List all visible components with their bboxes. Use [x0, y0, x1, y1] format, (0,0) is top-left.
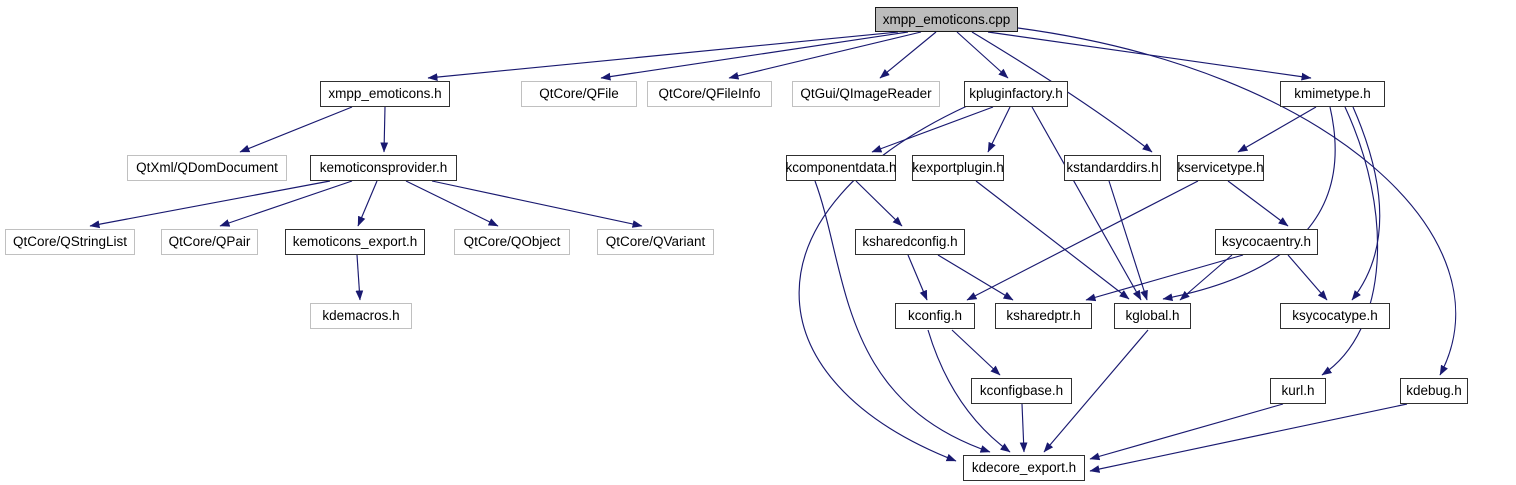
edge-cpp-kpluginfactory: [956, 31, 1009, 79]
edge-cpp-kstandarddirs: [971, 31, 1153, 153]
node-kpluginfactory[interactable]: kpluginfactory.h: [964, 81, 1068, 107]
edge-cpp-xmpp_h: [427, 31, 899, 81]
node-kdebug[interactable]: kdebug.h: [1400, 378, 1468, 404]
edge-kemoticonsprovider-qpair: [219, 180, 353, 227]
node-qfileinfo[interactable]: QtCore/QFileInfo: [647, 81, 772, 107]
edge-kpluginfactory-kglobal: [1031, 106, 1142, 301]
edge-kglobal-kdecore_export: [1043, 329, 1149, 453]
node-kdemacros[interactable]: kdemacros.h: [310, 303, 412, 329]
node-kexportplugin[interactable]: kexportplugin.h: [912, 155, 1004, 181]
node-ksycocaentry[interactable]: ksycocaentry.h: [1215, 229, 1318, 255]
node-kservicetype[interactable]: kservicetype.h: [1177, 155, 1264, 181]
node-kcomponentdata[interactable]: kcomponentdata.h: [785, 155, 897, 181]
edge-ksharedconfig-kconfig: [907, 254, 928, 301]
edge-kmimetype-kservicetype: [1237, 106, 1317, 153]
node-kdecore_export[interactable]: kdecore_export.h: [963, 455, 1085, 481]
edge-kcomponentdata-kdecore_export: [814, 180, 991, 453]
edge-kconfig-kconfigbase: [951, 329, 1001, 376]
edge-xmpp_h-kemoticonsprovider: [380, 106, 389, 153]
node-kstandarddirs[interactable]: kstandarddirs.h: [1064, 155, 1161, 181]
edge-kpluginfactory-kdecore_export: [798, 105, 968, 462]
edge-ksharedconfig-ksharedptr: [937, 254, 1014, 301]
node-xmpp_h[interactable]: xmpp_emoticons.h: [320, 81, 450, 107]
edge-kemoticonsprovider-qobject: [405, 180, 499, 227]
edge-kmimetype-kurl: [1321, 106, 1379, 376]
edge-kemoticonsprovider-qstringlist: [89, 180, 331, 229]
edge-kexportplugin-kglobal: [975, 180, 1130, 300]
edge-kemoticonsprovider-qvariant: [431, 180, 643, 228]
node-qpair[interactable]: QtCore/QPair: [161, 229, 258, 255]
node-kglobal[interactable]: kglobal.h: [1114, 303, 1191, 329]
edge-cpp-kdebug: [1017, 27, 1457, 376]
node-ksycocatype[interactable]: ksycocatype.h: [1280, 303, 1390, 329]
edge-kpluginfactory-kcomponentdata: [871, 106, 994, 153]
edge-kdebug-kdecore_export: [1089, 403, 1408, 473]
edge-ksycocaentry-kglobal: [1179, 254, 1233, 301]
node-kemoticons_export[interactable]: kemoticons_export.h: [285, 229, 425, 255]
edge-kconfigbase-kdecore_export: [1019, 403, 1028, 453]
edge-kpluginfactory-kexportplugin: [987, 106, 1011, 153]
node-ksharedptr[interactable]: ksharedptr.h: [995, 303, 1092, 329]
edge-kcomponentdata-ksharedconfig: [855, 180, 903, 227]
node-cpp[interactable]: xmpp_emoticons.cpp: [875, 7, 1018, 32]
edge-ksycocaentry-ksharedptr: [1085, 254, 1244, 302]
node-kurl[interactable]: kurl.h: [1270, 378, 1326, 404]
node-qstringlist[interactable]: QtCore/QStringList: [5, 229, 135, 255]
edge-kemoticonsprovider-kemoticons_export: [357, 180, 378, 227]
edge-cpp-qfileinfo: [728, 31, 922, 80]
node-kemoticonsprovider[interactable]: kemoticonsprovider.h: [310, 155, 457, 181]
edge-kservicetype-kconfig: [966, 180, 1199, 301]
node-qfile[interactable]: QtCore/QFile: [521, 81, 637, 107]
node-qimagereader[interactable]: QtGui/QImageReader: [792, 81, 940, 107]
edge-cpp-qimagereader: [879, 31, 937, 79]
edge-xmpp_h-qdom: [239, 106, 353, 153]
edge-kservicetype-ksycocaentry: [1227, 180, 1289, 227]
node-qdom[interactable]: QtXml/QDomDocument: [127, 155, 287, 181]
edge-kmimetype-ksycocatype: [1351, 106, 1381, 301]
node-qobject[interactable]: QtCore/QObject: [454, 229, 570, 255]
edge-kstandarddirs-kglobal: [1108, 180, 1148, 301]
node-ksharedconfig[interactable]: ksharedconfig.h: [855, 229, 965, 255]
node-qvariant[interactable]: QtCore/QVariant: [597, 229, 714, 255]
node-kmimetype[interactable]: kmimetype.h: [1280, 81, 1385, 107]
node-kconfigbase[interactable]: kconfigbase.h: [971, 378, 1072, 404]
edge-kemoticons_export-kdemacros: [355, 254, 364, 301]
edge-kconfig-kdecore_export: [927, 329, 1011, 453]
edge-cpp-qfile: [600, 31, 909, 81]
edge-kurl-kdecore_export: [1089, 403, 1284, 461]
edge-ksycocaentry-ksycocatype: [1287, 254, 1328, 301]
node-kconfig[interactable]: kconfig.h: [895, 303, 975, 329]
